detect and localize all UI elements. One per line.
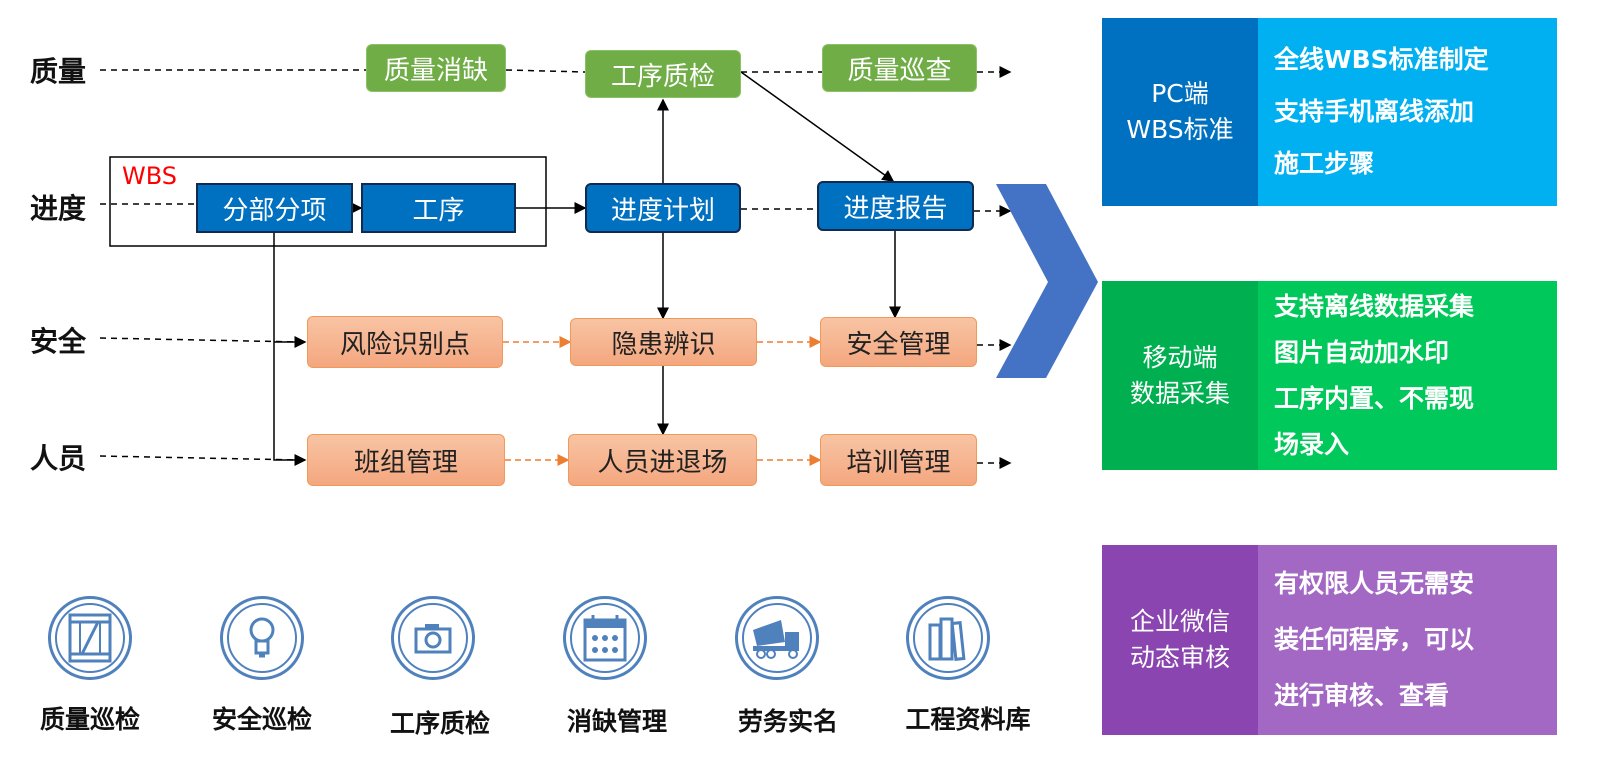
module-label: 安全巡检 <box>211 705 312 734</box>
chevron-arrow-icon <box>996 184 1098 378</box>
panel-item: 施工步骤 <box>1274 149 1375 178</box>
panel-title-line: WBS标准 <box>1126 115 1234 144</box>
panel-item: 场录入 <box>1274 429 1350 459</box>
panel-item: 进行审核、查看 <box>1274 681 1450 710</box>
module-label: 工序质检 <box>389 709 490 738</box>
node-quality-patrol: 质量巡查 <box>822 44 977 92</box>
node-personnel-inout: 人员进退场 <box>568 434 757 486</box>
node-team-mgmt: 班组管理 <box>307 434 505 486</box>
node-progress-plan: 进度计划 <box>585 183 741 233</box>
panel-wechat: 企业微信动态审核 有权限人员无需安装任何程序，可以进行审核、查看 <box>1102 545 1557 735</box>
panel-item: 工序内置、不需现 <box>1274 383 1475 413</box>
panel-title-line: PC端 <box>1151 79 1209 108</box>
module-label: 工程资料库 <box>905 705 1031 734</box>
node-risk-points: 风险识别点 <box>307 316 503 368</box>
node-sub-items: 分部分项 <box>196 183 353 233</box>
wbs-label: WBS <box>122 162 178 190</box>
module-label: 消缺管理 <box>566 707 667 736</box>
calendar-icon <box>563 596 647 680</box>
truck-icon <box>735 596 819 680</box>
panel-title-line: 企业微信 <box>1129 607 1230 636</box>
panel-item: 支持离线数据采集 <box>1274 291 1475 321</box>
row-label-personnel: 人员 <box>30 442 87 475</box>
node-process: 工序 <box>361 183 516 233</box>
row-label-progress: 进度 <box>30 192 87 225</box>
node-progress-report: 进度报告 <box>817 181 974 231</box>
panel-item: 装任何程序，可以 <box>1274 625 1475 654</box>
panel-title-line: 移动端 <box>1142 342 1218 372</box>
crate-icon <box>48 596 132 680</box>
connector-lines <box>99 66 1012 469</box>
node-safety-mgmt: 安全管理 <box>820 317 977 367</box>
row-label-safety: 安全 <box>30 325 87 358</box>
node-process-check: 工序质检 <box>585 50 741 98</box>
panel-item: 图片自动加水印 <box>1274 337 1450 367</box>
panel-title-line: 动态审核 <box>1129 643 1230 672</box>
row-label-quality: 质量 <box>30 55 87 88</box>
node-quality-fix: 质量消缺 <box>366 44 506 92</box>
panel-pc: PC端 WBS标准 全线WBS标准制定支持手机离线添加施工步骤 <box>1102 18 1557 206</box>
panel-mobile: 移动端数据采集 支持离线数据采集图片自动加水印工序内置、不需现场录入 <box>1102 281 1557 470</box>
lightbulb-icon <box>220 596 304 680</box>
node-hazard-id: 隐患辨识 <box>570 318 757 366</box>
panel-title-line: 数据采集 <box>1129 378 1230 408</box>
panel-item: 支持手机离线添加 <box>1274 97 1475 126</box>
panel-item: 有权限人员无需安 <box>1274 569 1475 598</box>
camera-icon <box>391 596 475 680</box>
module-label: 劳务实名 <box>737 707 838 736</box>
node-training-mgmt: 培训管理 <box>820 434 977 486</box>
module-label: 质量巡检 <box>39 705 140 734</box>
binders-icon <box>906 596 990 680</box>
panel-item: 全线WBS标准制定 <box>1274 45 1489 74</box>
